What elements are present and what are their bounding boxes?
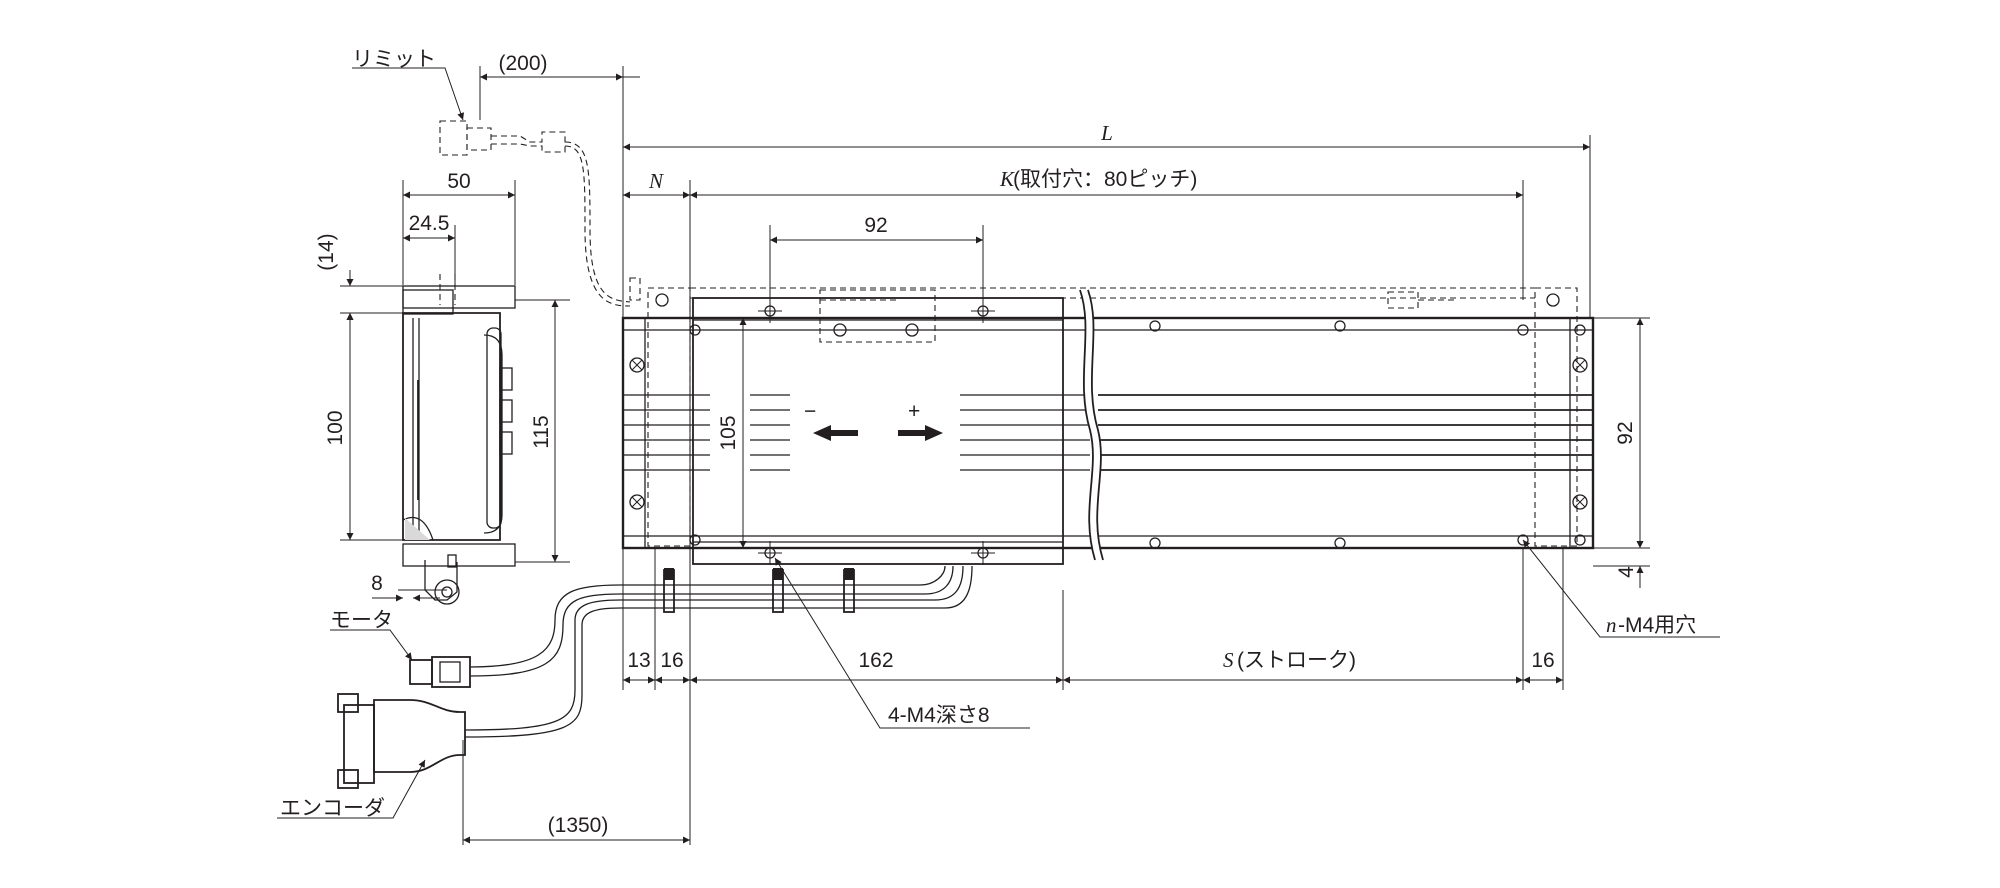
side-body [402,312,501,541]
dim-width-24-5: 24.5 [409,212,450,235]
callout-tapped-holes: 4-M4深さ8 [888,704,990,727]
side-view [402,274,516,605]
drawing-labels: リミット モータ エンコーダ − + (200) 50 24.5 (14) 10… [280,48,1696,837]
dim-width-92-top: 92 [864,214,887,237]
dim-span-16-right: 16 [1531,649,1554,672]
dim-pitch-K-text: (取付穴：80ピッチ) [1013,168,1197,191]
minus-direction-arrow [813,425,858,441]
plus-direction-arrow [898,425,943,441]
encoder-connector [337,693,466,789]
side-top-bracket [402,285,516,309]
dim-pitch-K-symbol: K [999,167,1015,191]
limit-label: リミット [352,48,436,71]
callout-n-symbol: n [1606,613,1617,637]
dim-span-13: 13 [627,649,650,672]
side-limit-connector [402,289,454,315]
actuator-body [621,316,1595,550]
dim-stroke-S-text: (ストローク) [1237,649,1356,672]
dim-stroke-S-symbol: S [1223,648,1234,672]
dim-height-14: (14) [315,233,338,270]
plus-label: + [908,400,920,423]
cables [464,565,973,738]
side-bottom-bracket [402,543,516,567]
dim-height-115: 115 [530,415,553,448]
limit-connector [439,120,631,307]
mounting-screws [629,293,1588,549]
dim-cable-200: (200) [498,52,547,75]
dim-cable-1350: (1350) [548,814,609,837]
motor-connector [409,656,471,688]
dim-offset-8: 8 [371,572,383,595]
slider-table [692,297,1064,565]
dim-height-100: 100 [324,410,347,445]
motor-label: モータ [330,609,393,632]
dim-span-162: 162 [858,649,893,672]
dim-height-105: 105 [717,415,740,450]
dim-total-L: L [1100,121,1113,145]
dimension-lines [277,66,1720,845]
encoder-label: エンコーダ [280,797,385,820]
dim-offset-4: 4 [1615,566,1638,578]
callout-n-holes: -M4用穴 [1618,614,1696,637]
dim-height-92-right: 92 [1614,421,1637,444]
actuator-top-view [621,277,1595,565]
tapped-holes [758,299,995,565]
dim-span-16-left: 16 [660,649,683,672]
dim-width-50: 50 [447,170,470,193]
minus-label: − [804,400,816,423]
dim-offset-N: N [648,169,664,193]
body-stripes [623,394,1593,471]
